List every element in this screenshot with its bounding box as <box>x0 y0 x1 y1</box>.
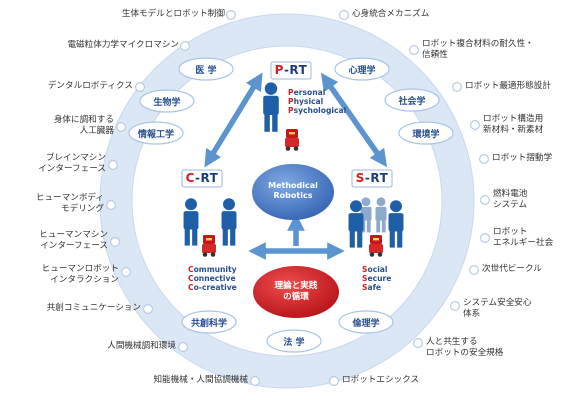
field-medicine: 医 学 <box>195 66 217 76</box>
s-rt-box <box>351 169 393 188</box>
outer-right-4: ロボット摺動学 <box>492 153 553 163</box>
connector-arrows <box>204 72 388 260</box>
outer-right-10: ロボットエシックス <box>342 375 420 385</box>
outer-right-7: 次世代ビークル <box>482 264 542 274</box>
ring-dots <box>105 10 491 387</box>
field-law: 法 学 <box>283 338 305 348</box>
outer-left-10: 知能機械・人間協調機械 <box>153 375 248 385</box>
p-rt-title: P-RT <box>274 63 308 77</box>
field-ethics: 倫理学 <box>352 319 380 329</box>
outer-left-8: 共創コミュニケーション <box>46 303 141 313</box>
outer-left-7: ヒューマンロボットインタラクション <box>41 264 119 285</box>
methodical-robotics-label: Methodical Robotics <box>268 181 318 200</box>
outer-left-1: 電磁粒体力学マイクロマシン <box>67 40 179 50</box>
outer-right-8: システム安全安心体系 <box>463 298 532 319</box>
p-rt-robot-icon <box>285 129 299 151</box>
c-rt-title: C-RT <box>185 171 219 185</box>
p-rt-box <box>270 61 312 80</box>
theory-practice-label: 理論と実践 の循環 <box>274 281 318 302</box>
outer-right-6: ロボットエネルギー社会 <box>493 227 554 248</box>
outer-left-2: デンタルロボティクス <box>47 81 133 91</box>
s-rt-title: S-RT <box>355 171 389 185</box>
c-rt-robot-icon <box>202 235 216 257</box>
outer-right-9: 人と共生するロボットの安全規格 <box>426 337 504 358</box>
p-rt-keywords: Personal Physical Psychological <box>288 88 347 115</box>
field-sociology: 社会学 <box>398 97 426 107</box>
field-cocreation: 共創科学 <box>190 319 227 329</box>
s-rt-keywords: Social Secure Safe <box>362 265 392 292</box>
outer-left-4: ブレインマシンインターフェース <box>38 153 106 174</box>
field-environment: 環境学 <box>412 130 440 140</box>
outer-left-0: 生体モデルとロボット制御 <box>121 9 225 19</box>
theory-practice-bubble <box>253 266 339 318</box>
field-informatics: 情報工学 <box>137 130 174 140</box>
s-rt-crowd-icon <box>360 197 387 233</box>
outer-right-0: 心身統合メカニズム <box>352 9 430 19</box>
c-rt-box <box>181 169 223 188</box>
outer-right-3: ロボット構造用新材料・新素材 <box>483 114 544 135</box>
outer-right-2: ロボット最適形態設計 <box>465 81 551 91</box>
c-rt-keywords: Community Connective Co-creative <box>188 265 237 292</box>
outer-left-5: ヒューマンボディモデリング <box>35 193 104 214</box>
outer-left-6: ヒューマンマシンインターフェース <box>39 230 108 251</box>
field-psychology: 心理学 <box>348 66 376 76</box>
methodical-robotics-bubble <box>252 164 334 220</box>
outer-right-5: 燃料電池システム <box>493 189 528 210</box>
field-biology: 生物学 <box>153 98 181 108</box>
s-rt-robot-icon <box>369 235 383 257</box>
p-rt-person-icon <box>263 82 279 132</box>
outer-right-1: ロボット複合材料の耐久性・信頼性 <box>422 39 534 60</box>
outer-left-9: 人間機械調和環境 <box>107 341 176 351</box>
field-ovals <box>128 57 454 353</box>
outer-ring <box>100 14 474 388</box>
outer-left-3: 身体に調和する人工臓器 <box>53 115 114 136</box>
